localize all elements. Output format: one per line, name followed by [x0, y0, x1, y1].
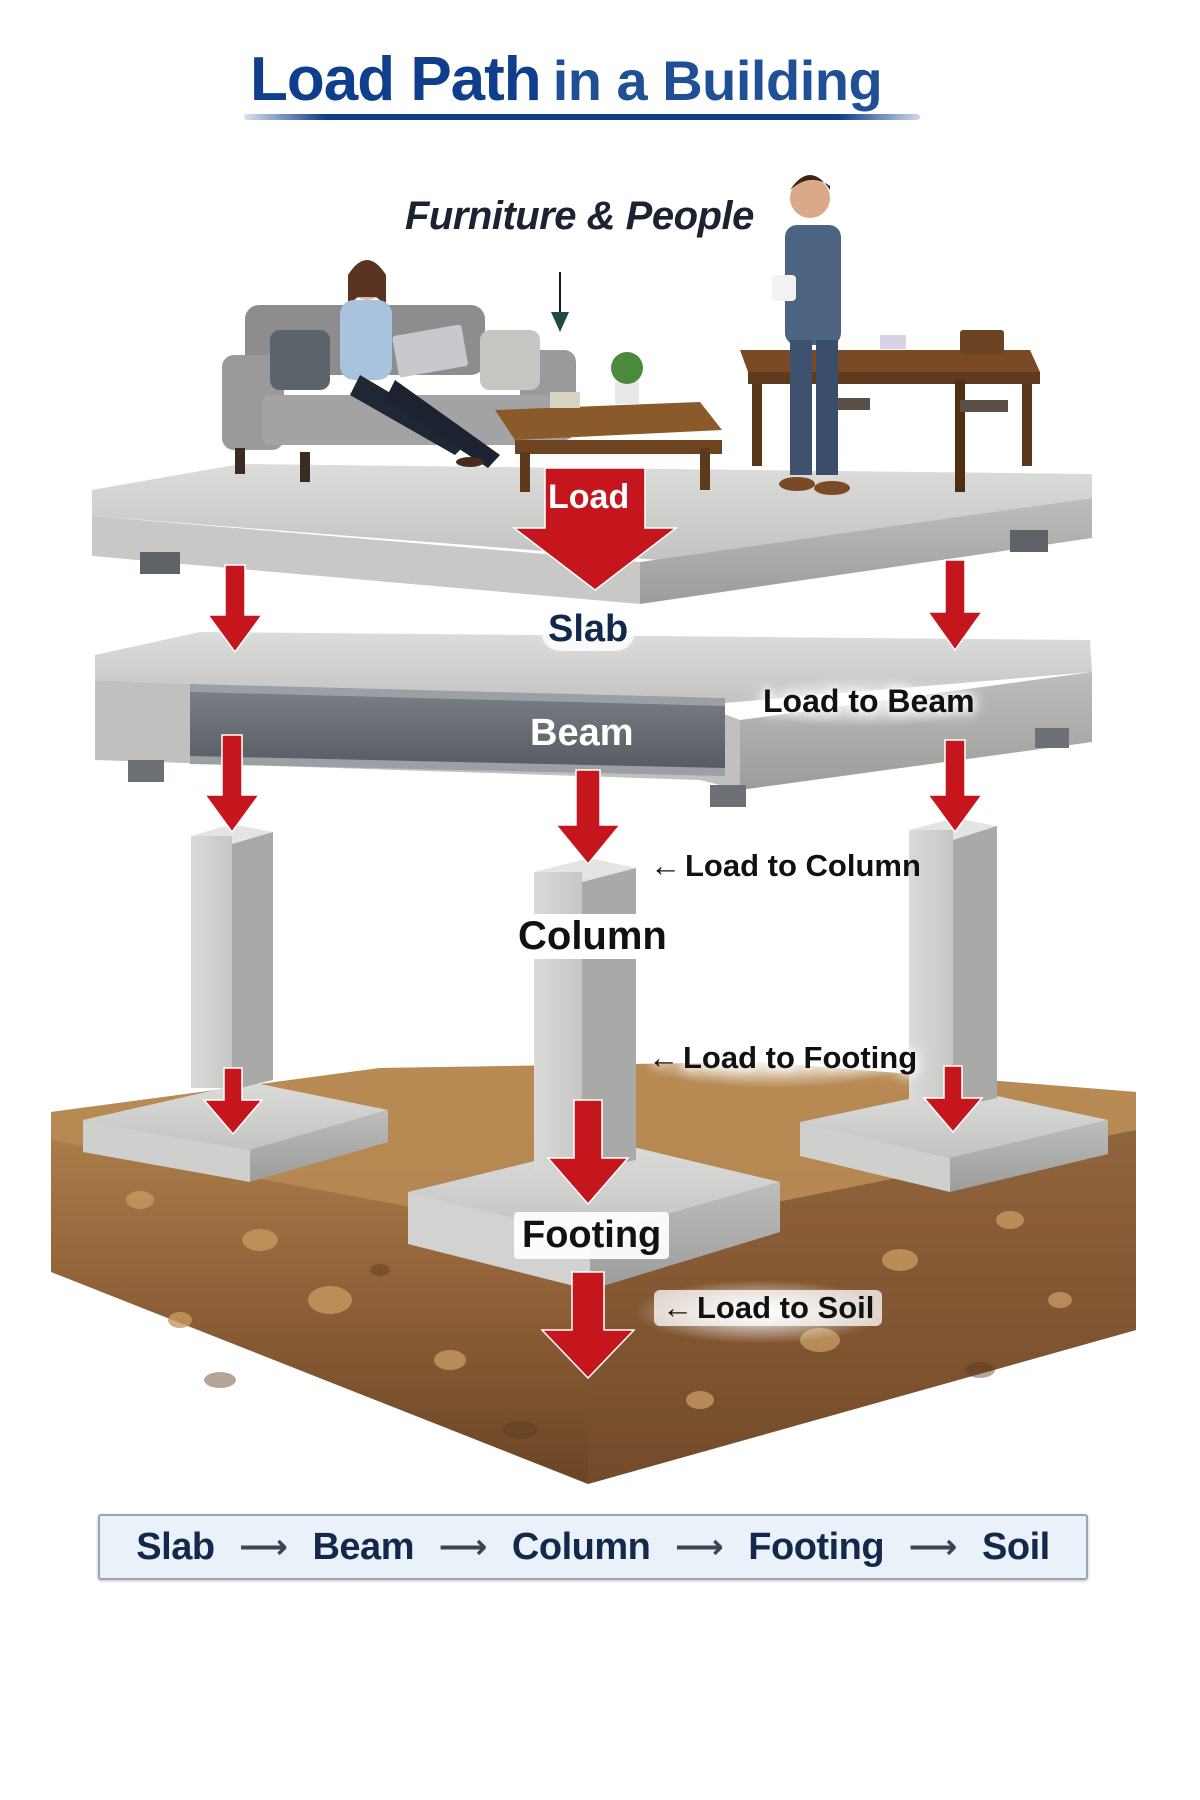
right-arrow-icon: ⟶: [908, 1528, 958, 1566]
person-woman: [340, 260, 500, 468]
coffee-table: [495, 352, 722, 492]
summary-step-column: Column: [511, 1525, 651, 1568]
load-to-column-callout: ←Load to Column: [650, 848, 921, 884]
slab-label: Slab: [542, 608, 635, 651]
footing-label: Footing: [514, 1212, 670, 1259]
load-to-soil-label: Load to Soil: [697, 1290, 875, 1325]
left-arrow-icon: ←: [648, 1040, 679, 1075]
column-left: [191, 824, 273, 1090]
slab-to-beam-arrow-left-icon: [206, 564, 264, 654]
summary-step-beam: Beam: [312, 1525, 414, 1568]
right-arrow-icon: ⟶: [239, 1528, 288, 1566]
furniture-load-arrow-icon: [551, 272, 569, 332]
summary-step-soil: Soil: [982, 1525, 1050, 1568]
right-arrow-icon: ⟶: [674, 1528, 724, 1566]
title-regular-part: in a Building: [552, 49, 883, 112]
furniture-people-label: Furniture & People: [405, 194, 754, 238]
load-to-beam-label: Load to Beam: [763, 683, 975, 719]
footing-to-soil-arrow-icon: [540, 1271, 636, 1380]
load-to-footing-callout: ←Load to Footing: [648, 1040, 917, 1076]
left-arrow-icon: ←: [650, 848, 681, 883]
column-to-footing-arrow-middle-icon: [546, 1099, 630, 1206]
summary-step-footing: Footing: [748, 1525, 885, 1568]
load-arrow-icon: [511, 467, 679, 591]
beam-to-column-arrow-middle-icon: [554, 769, 622, 866]
load-to-column-label: Load to Column: [685, 848, 921, 883]
load-label: Load: [548, 478, 630, 516]
column-to-footing-arrow-right-icon: [922, 1065, 984, 1134]
column-to-footing-arrow-left-icon: [202, 1067, 264, 1136]
beam-label: Beam: [530, 712, 634, 754]
load-path-summary-bar: Slab ⟶ Beam ⟶ Column ⟶ Footing ⟶ Soil: [98, 1514, 1088, 1580]
load-to-soil-callout: ←Load to Soil: [654, 1290, 883, 1326]
beam-to-column-arrow-left-icon: [203, 734, 261, 834]
load-to-footing-label: Load to Footing: [683, 1040, 918, 1075]
beam-to-column-arrow-right-icon: [926, 739, 984, 834]
person-man: [772, 175, 850, 495]
steel-beam: [190, 684, 725, 776]
summary-step-slab: Slab: [136, 1525, 215, 1568]
right-arrow-icon: ⟶: [438, 1528, 488, 1566]
column-right: [909, 818, 997, 1108]
title-bold-part: Load Path: [250, 45, 542, 114]
left-arrow-icon: ←: [662, 1290, 693, 1325]
column-label: Column: [512, 914, 673, 959]
title-underline: [244, 114, 920, 120]
slab-to-beam-arrow-right-icon: [926, 559, 984, 652]
dining-table: [740, 330, 1040, 492]
